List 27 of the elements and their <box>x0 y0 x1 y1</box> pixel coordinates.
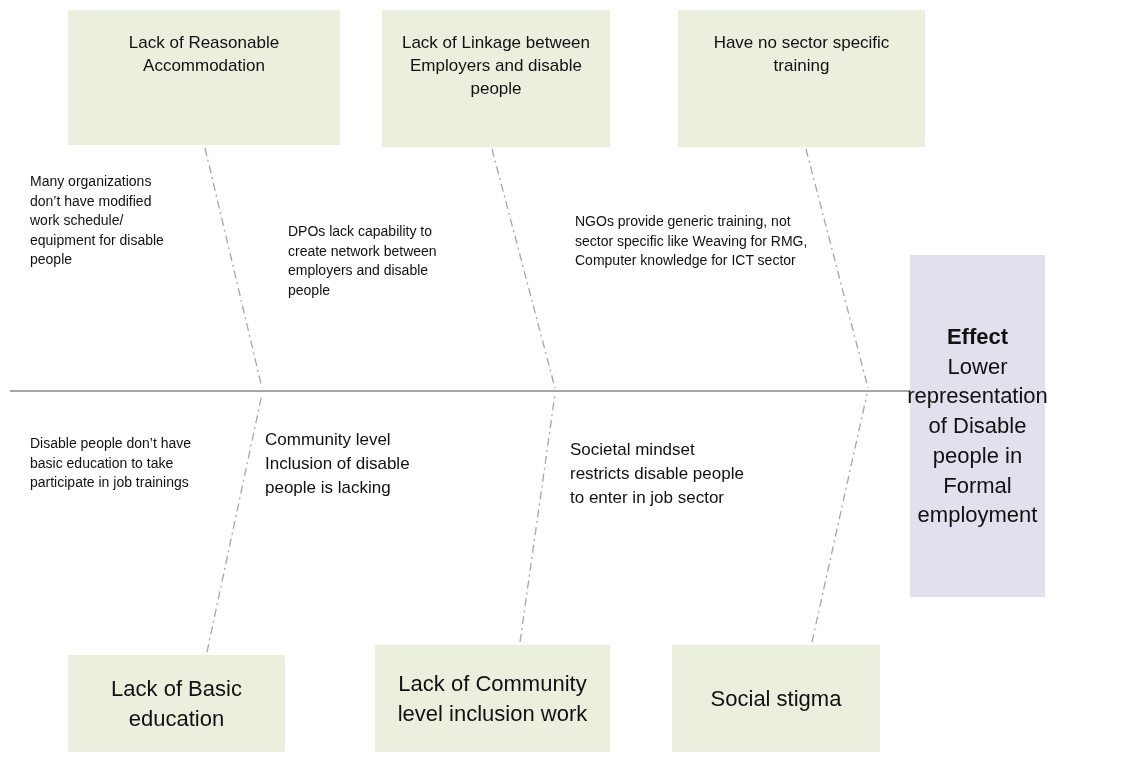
cause-text: Lack of Community level inclusion work <box>396 669 589 728</box>
sub-cause-note: Disable people don’t have basic education to take participate in job trainings <box>30 434 193 493</box>
effect-heading: Effect <box>946 323 1009 352</box>
cause-box <box>68 10 340 145</box>
sub-cause-note: Community level Inclusion of disable people is lacking <box>265 429 411 499</box>
sub-cause-note: Many organizations don’t have modified work schedule/ equipment for disable people <box>30 172 165 270</box>
cause-text: Lack of Reasonable Accommodation <box>127 32 281 77</box>
cause-box <box>382 10 610 147</box>
dashed-bone-line <box>811 393 868 643</box>
cause-box <box>678 10 925 147</box>
cause-text: Lack of Linkage between Employers and disable people <box>400 32 592 100</box>
cause-box <box>375 645 610 752</box>
dashed-bone-line <box>491 148 556 389</box>
cause-box <box>68 655 285 752</box>
cause-text: Have no sector specific training <box>712 32 891 77</box>
sub-cause-note: DPOs lack capability to create network between employers and disable people <box>288 222 438 300</box>
cause-text: Social stigma <box>710 684 842 713</box>
sub-cause-note: NGOs provide generic training, not sector specific like Weaving for RMG, Computer knowledge for ICT sector <box>575 212 809 271</box>
dashed-bone-line <box>204 147 263 389</box>
cause-text: Lower representation of Disable people in Formal employment <box>907 352 1048 530</box>
spine-line <box>9 390 911 392</box>
dashed-bone-line <box>805 148 869 389</box>
cause-box <box>672 645 880 752</box>
sub-cause-note: Societal mindset restricts disable people to enter in job sector <box>570 439 745 509</box>
cause-text: Lack of Basic education <box>110 674 243 733</box>
effect-box <box>910 255 1045 597</box>
dashed-bone-line <box>519 393 556 643</box>
